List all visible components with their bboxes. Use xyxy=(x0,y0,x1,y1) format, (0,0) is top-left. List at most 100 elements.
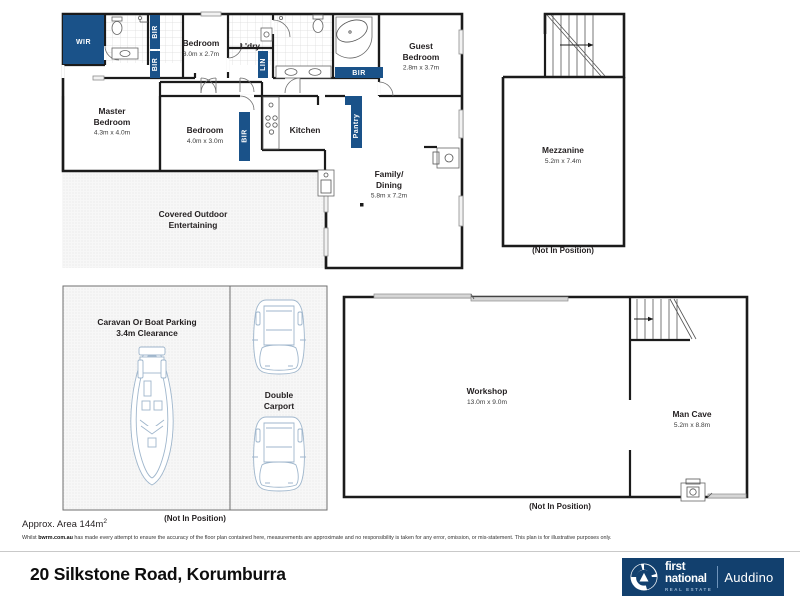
appliance-dial-icon xyxy=(323,172,329,178)
label-master-bedroom: Master xyxy=(99,106,127,116)
double-vanity xyxy=(275,65,332,79)
label-parking-note: (Not In Position) xyxy=(164,514,226,523)
agency-logo[interactable]: first national REAL ESTATE Auddino xyxy=(622,558,784,596)
label-kitchen: Kitchen xyxy=(290,125,321,135)
shed-side-door xyxy=(707,492,747,499)
appliance-icon xyxy=(317,169,335,197)
disclaimer-rest: has made every attempt to ensure the acc… xyxy=(72,535,612,541)
ensuite-basin-icon xyxy=(119,50,131,57)
cupboard-bir-3-label: BIR xyxy=(352,70,366,77)
kitchen-bench xyxy=(262,96,280,150)
label-bedroom-2-dim: 3.0m x 2.7m xyxy=(183,51,220,58)
shed-outer-wall xyxy=(342,295,749,499)
roller-door-icon xyxy=(373,293,569,302)
heater-fixture xyxy=(424,145,460,169)
footer-divider xyxy=(0,551,800,552)
logo-word-national: national xyxy=(665,573,707,586)
first-national-logo-icon xyxy=(630,563,658,591)
basin-icon xyxy=(284,68,298,76)
bathroom-fixtures xyxy=(275,14,373,79)
logo-word-agency: Auddino xyxy=(724,569,774,585)
label-laundry: L'dry xyxy=(240,41,260,51)
label-covered-outdoor-2: Entertaining xyxy=(169,220,218,230)
area-superscript: 2 xyxy=(103,518,107,525)
ensuite-fixtures xyxy=(111,15,148,60)
disclaimer-site: bwrm.com.au xyxy=(38,535,73,541)
label-family-dining-dim: 5.8m x 7.2m xyxy=(371,193,408,200)
label-covered-outdoor: Covered Outdoor xyxy=(159,209,229,219)
kitchen-sink-bowl xyxy=(268,129,275,135)
cupboard-bir-2-label: BIR xyxy=(152,58,159,72)
kitchen-fixtures xyxy=(262,96,335,197)
appliance-dial-icon xyxy=(689,488,697,496)
laundry-fixtures xyxy=(260,27,273,42)
appliance-detail xyxy=(320,179,332,194)
cupboard-bir-2 xyxy=(150,51,160,78)
covered-outdoor-area xyxy=(62,171,326,268)
label-man-cave: Man Cave xyxy=(672,409,711,419)
cupboard-bir-4 xyxy=(239,112,250,161)
basin-icon xyxy=(308,68,322,76)
disclaimer-prefix: Whilst xyxy=(22,535,39,541)
bath-tub-icon xyxy=(335,16,373,59)
bathroom-tile-floor xyxy=(273,15,333,73)
cupboard-pantry xyxy=(345,96,362,148)
cupboard-lin xyxy=(258,51,268,78)
mezzanine-staircase-icon xyxy=(543,14,606,77)
label-bedroom-2: Bedroom xyxy=(183,38,220,48)
label-man-cave-dim: 5.2m x 8.8m xyxy=(674,422,711,429)
label-mezzanine-dim: 5.2m x 7.4m xyxy=(545,158,582,165)
label-mezzanine: Mezzanine xyxy=(542,145,584,155)
label-guest-bedroom: Guest xyxy=(409,41,433,51)
cupboard-wir xyxy=(63,15,104,64)
kitchen-sink-bowl xyxy=(272,115,278,121)
mezzanine-plan: Mezzanine 5.2m x 7.4m (Not In Position) xyxy=(501,12,626,255)
bath-inner-outline xyxy=(336,19,368,43)
toilet-icon xyxy=(111,21,123,35)
plan-point-marker xyxy=(360,203,364,207)
label-bedroom-3-dim: 4.0m x 3.0m xyxy=(187,138,224,145)
shower-head-icon xyxy=(137,15,142,20)
cupboard-pantry-label: Pantry xyxy=(353,114,360,139)
kitchen-cooktop-burner xyxy=(268,102,274,108)
shower-head-icon xyxy=(278,15,283,20)
label-bedroom-3: Bedroom xyxy=(187,125,224,135)
cistern-icon xyxy=(111,16,123,22)
label-master-bedroom-2: Bedroom xyxy=(94,117,131,127)
logo-separator xyxy=(717,566,719,588)
cupboard-bir-4-label: BIR xyxy=(241,129,248,143)
logo-word-first: first xyxy=(665,560,686,573)
label-caravan-clearance: 3.4m Clearance xyxy=(116,328,178,338)
main-house-plan: WIR BIR BIR LIN BIR BIR Pantry Master Be… xyxy=(61,11,464,270)
car-icon xyxy=(252,416,306,492)
window-markers xyxy=(92,11,464,257)
label-caravan-parking: Caravan Or Boat Parking xyxy=(97,317,196,327)
cupboard-bir-1 xyxy=(150,15,160,49)
parking-plan: Caravan Or Boat Parking 3.4m Clearance D… xyxy=(62,285,328,523)
cupboard-bir-3 xyxy=(335,67,383,78)
kitchen-sink-bowl xyxy=(265,122,271,128)
heater-inner xyxy=(432,151,440,165)
label-family-dining-2: Dining xyxy=(376,180,402,190)
label-workshop: Workshop xyxy=(467,386,508,396)
label-guest-bedroom-2: Bedroom xyxy=(403,52,440,62)
logo-wordmark: first national REAL ESTATE Auddino xyxy=(665,560,774,592)
cupboard-wir-label: WIR xyxy=(76,39,91,46)
kitchen-sink-bowl xyxy=(265,115,271,121)
property-address: 20 Silkstone Road, Korumburra xyxy=(30,564,286,584)
label-master-bedroom-dim: 4.3m x 4.0m xyxy=(94,130,131,137)
toilet-icon xyxy=(312,19,324,33)
cupboard-bir-1-label: BIR xyxy=(152,25,159,39)
appliance-detail xyxy=(685,478,701,485)
kitchen-walls xyxy=(260,94,345,268)
car-icon xyxy=(252,299,306,375)
mezzanine-body-wall xyxy=(501,77,626,248)
label-double-carport-2: Carport xyxy=(264,401,294,411)
label-double-carport: Double xyxy=(265,390,294,400)
kitchen-sink-bowl xyxy=(272,122,278,128)
label-guest-bedroom-dim: 2.8m x 3.7m xyxy=(403,65,440,72)
bath-plug-icon xyxy=(348,30,352,34)
cistern-icon xyxy=(312,14,324,20)
heater-dial-icon xyxy=(444,153,454,163)
